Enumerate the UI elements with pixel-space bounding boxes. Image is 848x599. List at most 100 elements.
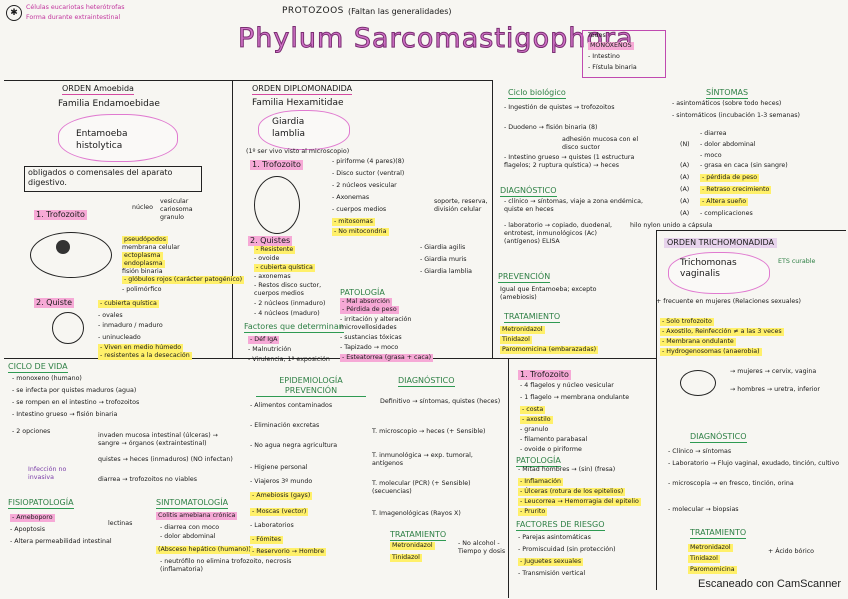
diagnostico-tratamiento-1: Metronidazol xyxy=(390,542,435,550)
giardia-species-1: - Giardia agilis xyxy=(420,244,465,252)
giardia-trofo-drawing xyxy=(254,176,300,234)
trichomonadida-host-2: → hombres → uretra, inferior xyxy=(730,386,840,394)
trichomonadida-patologia-2: - Inflamación xyxy=(518,478,563,486)
ciclo-biologico-item-2: - Duodeno → fisión binaria (8) xyxy=(504,124,598,132)
amoebida-family: Familia Endamoebidae xyxy=(58,99,160,110)
divider-v1 xyxy=(232,80,233,358)
diplomonadida-patologia-5: - Tapizado → moco xyxy=(340,344,398,352)
diplomonadida-quiste-feature-7: - 4 núcleos (maduro) xyxy=(254,310,320,318)
diplomonadida-trofo-feature-7: - No mitocondria xyxy=(332,228,389,236)
diagnostico-item-2: T. microscopio → heces (+ Sensible) xyxy=(372,428,504,436)
phylum-form-1: Todos xyxy=(588,32,606,40)
sintomatologia-item-2: - diarrea con moco xyxy=(160,524,219,532)
diplomonadida-note: (1º ser vivo visto al microscopio) xyxy=(246,148,349,156)
sintomatologia-item-5: - neutrófilo no elimina trofozoito, necr… xyxy=(160,558,310,574)
trichomonadida-patologia-5: - Prurito xyxy=(518,508,547,516)
amoebida-quiste-label: 2. Quiste xyxy=(34,298,74,308)
ciclo-item-2: - se infecta por quistes maduros (agua) xyxy=(12,387,136,395)
sintomas-item-1: - asintomáticos (sobre todo heces) xyxy=(672,100,781,108)
diagnostico-item-1: Definitivo → síntomas, quistes (heces) xyxy=(380,398,504,406)
trichomonadida-patologia-4: - Leucorrea → Hemorragia del epitelio xyxy=(518,498,641,506)
trichomonadida-factor-2: - Promiscuidad (sin protección) xyxy=(518,546,616,554)
trichomonadida-frecuencia: + frecuente en mujeres (Relaciones sexua… xyxy=(656,298,842,306)
fisiopatologia-item-2: - Apoptosis xyxy=(10,526,45,534)
amoeba-trofo-drawing xyxy=(30,232,112,278)
trichomonadida-trofo-feature-1: - 4 flagelos y núcleo vesicular xyxy=(520,382,614,390)
ciclo-biologico-tratamiento-1: Metronidazol xyxy=(500,326,545,334)
sintomas-item-8: - Retraso crecimiento xyxy=(700,186,771,194)
diagnostico-item-3: T. inmunológica → exp. tumoral, antígeno… xyxy=(372,452,504,468)
divider-mid-top xyxy=(232,80,492,81)
trichomonadida-factor-4: - Transmisión vertical xyxy=(518,570,585,578)
diplomonadida-trofo-feature-3: - 2 núcleos vesicular xyxy=(332,182,397,190)
ciclo-biologico-diag-1: - clínico → síntomas, viaje a zona endém… xyxy=(504,198,652,214)
epidemiologia-heading: EPIDEMIOLOGÍA PREVENCIÓN xyxy=(256,376,366,397)
amoebida-species: Entamoeba histolytica xyxy=(76,128,168,152)
ciclo-biologico-entrotest-note: hilo nylon unido a cápsula xyxy=(630,222,712,230)
sintomas-item-4: - dolor abdominal xyxy=(700,141,756,149)
sintomatologia-item-4: (Absceso hepático (humano)) xyxy=(156,546,253,554)
trichomonadida-trofo-feature-6: - filamento parabasal xyxy=(520,436,587,444)
fisiopatologia-item-1: - Ameboporo xyxy=(10,514,55,522)
phylum-form-2: MONOXENOS xyxy=(588,42,634,50)
giardia-species-3: - Giardia lamblia xyxy=(420,268,472,276)
diplomonadida-species: Giardia lamblia xyxy=(272,116,332,140)
divider-right-mid xyxy=(656,230,846,231)
sintomas-tag-3: (A) xyxy=(680,174,689,182)
diplomonadida-order: ORDEN DIPLOMONADIDA xyxy=(252,84,352,95)
amoeba-quiste-drawing xyxy=(52,312,84,344)
trichomonadida-trofo-label: 1. Trofozoito xyxy=(518,370,571,380)
phylum-form-3: - Intestino xyxy=(588,53,620,61)
trichomonas-drawing xyxy=(680,370,716,396)
trichomonadida-trofo-feature-5: - granulo xyxy=(520,426,548,434)
epidemiologia-item-2: - Eliminación excretas xyxy=(250,422,360,430)
epidemiologia-item-4: - Higiene personal xyxy=(250,464,307,472)
scanner-watermark: Escaneado con CamScanner xyxy=(698,578,841,590)
trichomonadida-ets: ETS curable xyxy=(778,258,818,266)
ciclo-item-8: diarrea → trofozoitos no viables xyxy=(98,476,238,484)
epidemiologia-item-10: - Reservorio → Hombre xyxy=(250,548,326,556)
fisiopatologia-item-3: - Altera permeabilidad intestinal xyxy=(10,538,128,546)
ciclo-item-1: - monoxeno (humano) xyxy=(12,375,82,383)
trichomonadida-diagnostico-4: - molecular → biopsias xyxy=(668,506,739,514)
sintomas-tag-1: (N) xyxy=(680,141,690,149)
trichomonadida-patologia-1: - Mitad hombres → (sin) (fresa) xyxy=(518,466,615,474)
ciclo-biologico-prevencion-heading: PREVENCIÓN xyxy=(498,272,550,283)
diplomonadida-trofo-feature-6: - mitosomas xyxy=(332,218,375,226)
trichomonadida-item-1: - Solo trofozoito xyxy=(660,318,714,326)
phylum-title: Phylum Sarcomastigophora xyxy=(238,23,634,54)
trichomonadida-trofo-feature-7: - ovoide o piriforme xyxy=(520,446,582,454)
sintomatologia-item-1: Colitis amebiana crónica xyxy=(156,512,237,520)
diplomonadida-quiste-feature-6: - 2 núcleos (inmaduro) xyxy=(254,300,325,308)
trichomonadida-trofo-feature-2: - 1 flagelo → membrana ondulante xyxy=(520,394,629,402)
diplomonadida-patologia-1: - Mal absorción xyxy=(340,298,392,306)
diplomonadida-quiste-label: 2. Quistes xyxy=(248,236,292,246)
ciclo-biologico-diagnostico-heading: DIAGNÓSTICO xyxy=(500,186,557,197)
diagnostico-heading: DIAGNÓSTICO xyxy=(398,376,455,387)
sintomas-item-2: - sintomáticos (incubación 1-3 semanas) xyxy=(672,112,842,120)
trichomonadida-factor-3: - Juguetes sexuales xyxy=(518,558,583,566)
sintomatologia-item-3: - dolor abdominal xyxy=(160,533,216,541)
ciclo-biologico-tratamiento-heading: TRATAMIENTO xyxy=(504,312,560,323)
sintomatologia-heading: SINTOMATOLOGÍA xyxy=(156,498,228,509)
giardia-species-2: - Giardia muris xyxy=(420,256,467,264)
trichomonadida-item-4: - Hydrogenosomas (anaerobia) xyxy=(660,348,762,356)
epidemiologia-item-6: - Amebiosis (gays) xyxy=(250,492,312,500)
ciclo-item-4: - Intestino grueso → fisión binaria xyxy=(12,411,117,419)
ciclo-biologico-item-1: - Ingestión de quistes → trofozoitos xyxy=(504,104,614,112)
divider-v3 xyxy=(508,358,509,598)
fisiopatologia-heading: FISIOPATOLOGÍA xyxy=(8,498,74,509)
top-star-icon: ✱ xyxy=(6,5,22,21)
diplomonadida-patologia-6: - Esteatorrea (grasa + caca) xyxy=(340,354,433,362)
diplomonadida-factor-1: - Déf IgA xyxy=(248,336,279,344)
amoebida-trofo-feature-3: ectoplasma xyxy=(122,252,163,260)
sintomas-item-10: - complicaciones xyxy=(700,210,753,218)
diplomonadida-quiste-feature-3: - cubierta quística xyxy=(254,264,315,272)
sintomas-item-6: - grasa en caca (sin sangre) xyxy=(700,162,788,170)
trichomonadida-patologia-3: - Úlceras (rotura de los epitelios) xyxy=(518,488,625,496)
amoebida-nucleo-attr-2: cariosoma xyxy=(160,206,193,214)
diagnostico-item-4: T. molecular (PCR) (+ Sensible) (secuenc… xyxy=(372,480,504,496)
trichomonadida-item-3: - Membrana ondulante xyxy=(660,338,736,346)
diplomonadida-trofo-feature-4: - Axonemas xyxy=(332,194,369,202)
amoebida-trofo-feature-6: - glóbulos rojos (carácter patogénico) xyxy=(122,276,244,284)
